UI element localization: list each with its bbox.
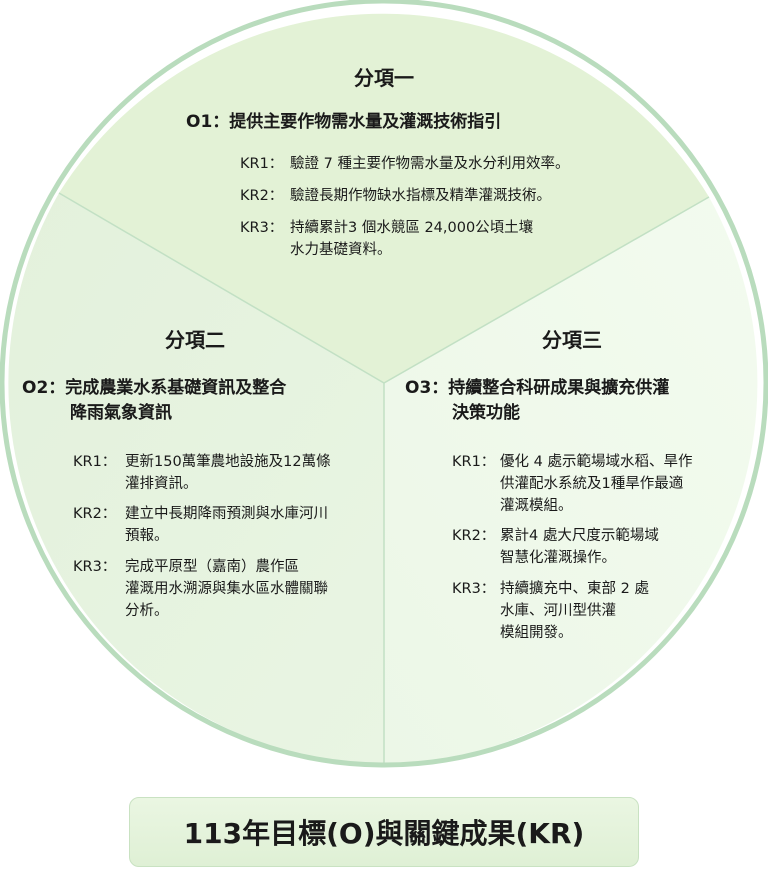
kr-text: 水庫、河川型供灌 xyxy=(500,603,616,619)
footer-title-box: 113年目標(O)與關鍵成果(KR) xyxy=(129,797,639,867)
objective-2: O2：完成農業水系基礎資訊及整合 xyxy=(22,378,287,398)
kr-text: 累計4 處大尺度示範場域 xyxy=(500,528,659,544)
kr-text: 完成平原型（嘉南）農作區 xyxy=(125,559,299,575)
kr-label: KR2： xyxy=(240,188,284,204)
kr-text: 分析。 xyxy=(125,603,169,619)
segment-right xyxy=(384,197,758,765)
kr-text: 灌排資訊。 xyxy=(125,476,198,492)
kr-label: KR1： xyxy=(240,156,284,172)
divider-left xyxy=(58,192,385,384)
kr-text: 建立中長期降雨預測與水庫河川 xyxy=(125,506,328,522)
kr-text: 供灌配水系統及1種旱作最適 xyxy=(500,476,684,492)
section-2-heading: 分項二 xyxy=(165,328,225,352)
kr-text: 驗證長期作物缺水指標及精準灌溉技術。 xyxy=(290,188,551,204)
objective-1: O1：提供主要作物需水量及灌溉技術指引 xyxy=(186,112,502,132)
kr-text: 驗證 7 種主要作物需水量及水分利用效率。 xyxy=(290,156,570,172)
divider-right xyxy=(383,196,710,384)
kr-text: 預報。 xyxy=(125,528,169,544)
kr-text: 水力基礎資料。 xyxy=(290,242,392,258)
pie-border xyxy=(0,0,768,768)
kr-text: 灌溉模組。 xyxy=(500,498,573,514)
kr-label: KR2： xyxy=(452,528,496,544)
kr-text: 更新150萬筆農地設施及12萬條 xyxy=(125,454,331,470)
kr-text: 優化 4 處示範場域水稻、旱作 xyxy=(500,454,693,470)
kr-label: KR3： xyxy=(240,220,284,236)
kr-label: KR3： xyxy=(73,559,117,575)
segment-top xyxy=(59,13,709,384)
segment-left xyxy=(8,193,384,765)
footer-title: 113年目標(O)與關鍵成果(KR) xyxy=(183,817,585,850)
objective-3: O3：持續整合科研成果與擴充供灌 xyxy=(405,378,670,398)
kr-label: KR1： xyxy=(73,454,117,470)
kr-text: 持續擴充中、東部 2 處 xyxy=(500,581,649,597)
objective-3-cont: 決策功能 xyxy=(452,403,520,423)
kr-label: KR3： xyxy=(452,581,496,597)
kr-text: 灌溉用水溯源與集水區水體關聯 xyxy=(125,581,328,597)
kr-label: KR2： xyxy=(73,506,117,522)
kr-text: 模組開發。 xyxy=(500,625,573,641)
kr-text: 持續累計3 個水競區 24,000公頃土壤 xyxy=(290,220,534,236)
objective-2-cont: 降雨氣象資訊 xyxy=(70,403,172,423)
section-3-heading: 分項三 xyxy=(542,328,602,352)
kr-text: 智慧化灌溉操作。 xyxy=(500,550,616,566)
kr-label: KR1： xyxy=(452,454,496,470)
section-1-heading: 分項一 xyxy=(354,66,414,90)
